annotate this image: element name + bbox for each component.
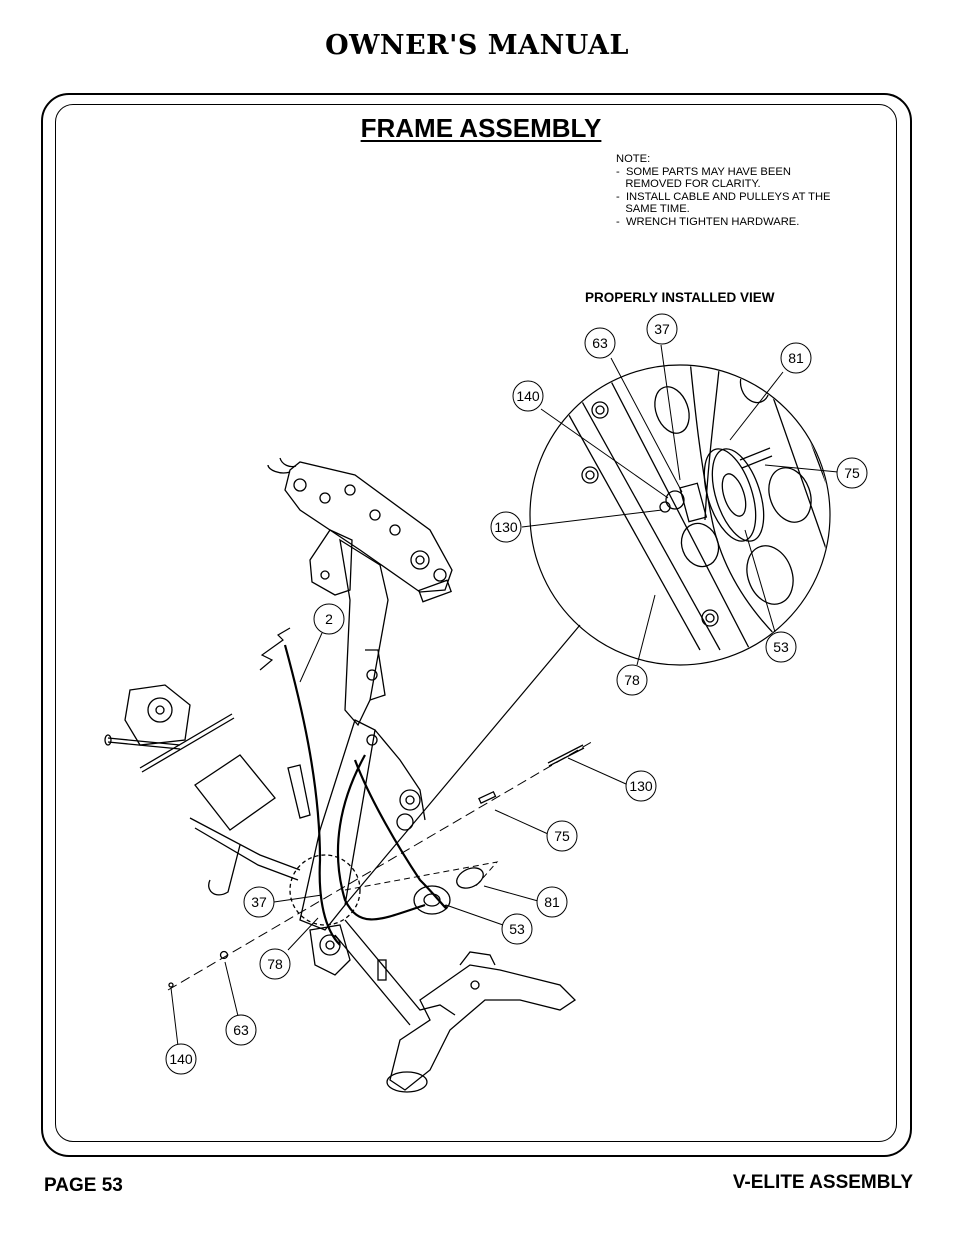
callout-number: 140 bbox=[516, 388, 540, 404]
note-line: REMOVED FOR CLARITY. bbox=[616, 178, 761, 190]
callout-bubble bbox=[780, 342, 812, 374]
callout-bubble bbox=[616, 664, 648, 696]
callout-bubble bbox=[765, 631, 797, 663]
product-assembly-label: V-ELITE ASSEMBLY bbox=[732, 1172, 913, 1193]
detail-view-label: PROPERLY INSTALLED VIEW bbox=[585, 290, 775, 305]
callout-number: 53 bbox=[773, 639, 789, 655]
callout-number: 78 bbox=[624, 672, 640, 688]
main-frame-drawing bbox=[104, 457, 596, 1093]
callout-number: 37 bbox=[251, 894, 267, 910]
manual-title: OWNER'S MANUAL bbox=[325, 30, 629, 61]
callout-bubble bbox=[512, 380, 544, 412]
callout-bubble bbox=[225, 1014, 257, 1046]
callout-bubble bbox=[501, 913, 533, 945]
section-title: FRAME ASSEMBLY bbox=[360, 113, 602, 143]
callout-number: 130 bbox=[629, 778, 653, 794]
callout-number: 63 bbox=[592, 335, 608, 351]
callout-bubble bbox=[546, 820, 578, 852]
callout-number: 140 bbox=[169, 1051, 193, 1067]
callout-bubble bbox=[584, 327, 616, 359]
inner-frame bbox=[55, 104, 897, 1142]
callout-bubble bbox=[243, 886, 275, 918]
callout-number: 78 bbox=[267, 956, 283, 972]
callout-bubble bbox=[625, 770, 657, 802]
note-line: SAME TIME. bbox=[616, 203, 690, 215]
callout-number: 63 bbox=[233, 1022, 249, 1038]
note-line: - WRENCH TIGHTEN HARDWARE. bbox=[616, 215, 800, 228]
callout-number: 130 bbox=[494, 519, 518, 535]
callout-bubble bbox=[536, 886, 568, 918]
callout-bubble bbox=[490, 511, 522, 543]
callout-number: 37 bbox=[654, 321, 670, 337]
note-line: NOTE: bbox=[616, 153, 651, 165]
callout-number: 81 bbox=[544, 894, 560, 910]
page-number: PAGE 53 bbox=[44, 1175, 123, 1196]
detail-view-parts bbox=[554, 366, 829, 651]
callout-bubble bbox=[165, 1043, 197, 1075]
callout-number: 2 bbox=[325, 611, 333, 627]
callout-bubble bbox=[836, 457, 868, 489]
detail-view-circle bbox=[344, 364, 831, 906]
callout-bubble bbox=[259, 948, 291, 980]
note-line: - INSTALL CABLE AND PULLEYS AT THE bbox=[616, 190, 831, 203]
callout-number: 75 bbox=[844, 465, 860, 481]
assembly-note: NOTE: - SOME PARTS MAY HAVE BEEN REMOVED… bbox=[616, 153, 876, 228]
callout-bubble bbox=[646, 313, 678, 345]
callouts: 63 37 81 140 75 130 53 78 2 130 75 81 37 53 78 63 140 bbox=[165, 313, 868, 1075]
callout-number: 75 bbox=[554, 828, 570, 844]
callout-number: 53 bbox=[509, 921, 525, 937]
leader-lines bbox=[170, 344, 839, 1047]
note-line: - SOME PARTS MAY HAVE BEEN bbox=[616, 165, 791, 178]
callout-bubble bbox=[313, 603, 345, 635]
outer-frame bbox=[41, 93, 912, 1157]
callout-number: 81 bbox=[788, 350, 804, 366]
